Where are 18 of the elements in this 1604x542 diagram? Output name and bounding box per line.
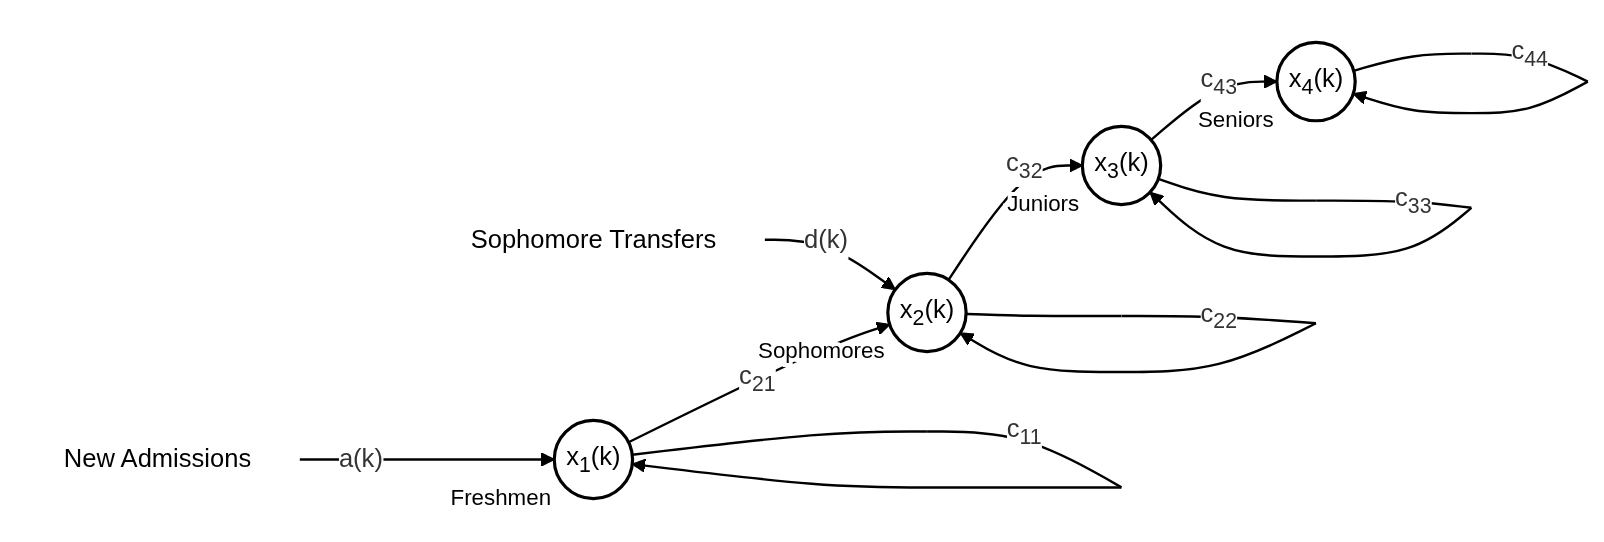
edge-label: c$_{43}$ [1200, 64, 1237, 99]
node-circle: x$_{4}$(k) [1275, 40, 1357, 123]
node-caption: Juniors [1007, 191, 1080, 217]
node-circle: x$_{3}$(k) [1080, 124, 1163, 207]
edge-label: c$_{11}$ [1006, 414, 1042, 449]
edge-label: c$_{32}$ [1006, 148, 1043, 183]
edge-label: c$_{22}$ [1200, 299, 1237, 334]
node-caption: Freshmen [450, 485, 552, 511]
edge-label: d(k) [803, 225, 848, 253]
edge-label: c$_{33}$ [1395, 183, 1432, 218]
node-caption: Seniors [1197, 107, 1274, 133]
node-text: Sophomore Transfers [470, 225, 717, 253]
node-circle: x$_{2}$(k) [886, 271, 968, 354]
node-circle: x$_{1}$(k) [552, 418, 635, 501]
edge-label: a(k) [338, 445, 383, 473]
node-text: New Admissions [63, 445, 252, 473]
edge-label: c$_{21}$ [739, 362, 776, 396]
edge-label: c$_{44}$ [1511, 36, 1548, 71]
